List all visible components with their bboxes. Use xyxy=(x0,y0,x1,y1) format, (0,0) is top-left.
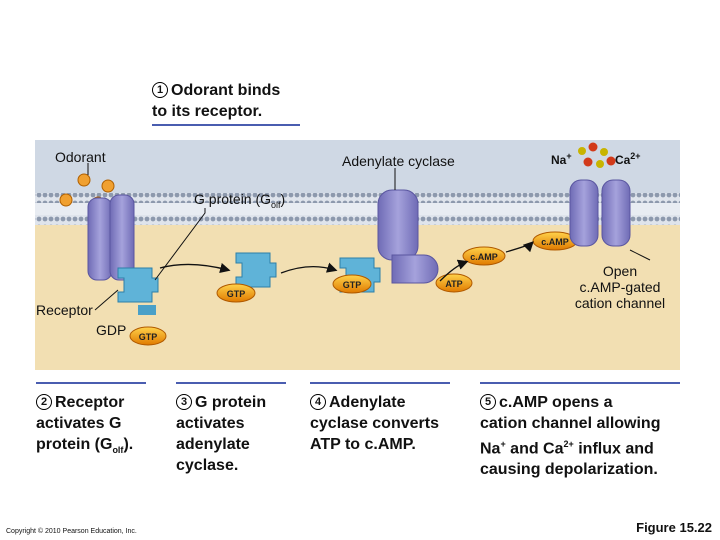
receptor-label: Receptor xyxy=(36,302,93,318)
step-1-number: 1 xyxy=(152,82,168,98)
atp-molecule: ATP xyxy=(435,273,473,293)
step-2-rule xyxy=(36,382,146,384)
step-5-number: 5 xyxy=(480,394,496,410)
open-channel-line-2: c.AMP-gated xyxy=(579,279,661,295)
ca-sup: 2+ xyxy=(630,151,641,161)
camp-label-2: c.AMP xyxy=(541,237,569,247)
step-3-line-1: G protein xyxy=(195,394,267,411)
step-5-rule xyxy=(480,382,680,384)
cation-channel xyxy=(569,179,631,247)
figure-number: Figure 15.22 xyxy=(636,520,712,535)
step-4-line-2: cyclase converts xyxy=(310,415,439,432)
pathway-arrows xyxy=(159,241,534,282)
step-3-line-3: adenylate xyxy=(176,436,250,453)
step-5-line-3sup1: + xyxy=(500,439,506,449)
step-2-line-1: Receptor xyxy=(55,394,125,411)
step-5-line-1: c.AMP opens a xyxy=(499,394,613,411)
step-1-line-1: Odorant binds xyxy=(171,82,281,99)
camp-label-1: c.AMP xyxy=(470,252,498,262)
cell-membrane xyxy=(35,193,680,225)
step-3-line-4: cyclase. xyxy=(176,457,239,474)
step-3-line-2: activates xyxy=(176,415,245,432)
step-5-line-3c: influx and xyxy=(573,440,654,458)
na-sup: + xyxy=(566,151,572,161)
g-protein-inactive xyxy=(117,267,159,315)
odorant-label: Odorant xyxy=(55,149,106,165)
camp-molecule-1: c.AMP xyxy=(462,246,506,266)
ion-labels: Na+ Ca2+ xyxy=(551,151,641,167)
atp-label: ATP xyxy=(445,279,462,289)
step-5-line-2: cation channel allowing xyxy=(480,415,661,432)
step-2-line-3a: protein (G xyxy=(36,436,113,453)
adenylate-cyclase: GTP xyxy=(332,189,439,294)
adenylate-cyclase-label: Adenylate cyclase xyxy=(342,153,455,169)
gtp-label-1: GTP xyxy=(227,289,246,299)
open-channel-line-3: cation channel xyxy=(574,295,666,311)
step-2-line-2: activates G xyxy=(36,415,122,432)
step-2-number: 2 xyxy=(36,394,52,410)
odorant-receptor xyxy=(87,194,135,281)
copyright-notice: Copyright © 2010 Pearson Education, Inc. xyxy=(6,528,137,535)
step-1-line-2: to its receptor. xyxy=(152,103,263,120)
gtp-label-2: GTP xyxy=(343,280,362,290)
cation-ions xyxy=(578,142,616,168)
step-5-line-3b: and Ca xyxy=(505,440,564,458)
g-protein-label-sub: olf xyxy=(271,199,281,210)
open-channel-line-1: Open xyxy=(602,263,638,279)
step-3-number: 3 xyxy=(176,394,192,410)
step-2-line-3sub: olf xyxy=(112,445,124,456)
gdp-label: GDP xyxy=(96,322,127,338)
step-1-rule xyxy=(152,124,300,126)
step-4-line-1: Adenylate xyxy=(329,394,406,411)
step-5-line-4: causing depolarization. xyxy=(480,461,658,479)
step-2-line-3b: ). xyxy=(123,436,134,453)
step-5-line-3sup2: 2+ xyxy=(563,439,574,449)
gdp-pill-label: GTP xyxy=(139,332,158,342)
g-protein-label-main: G protein (G xyxy=(194,191,272,207)
g-protein-active: GTP xyxy=(216,252,277,303)
step-5-line-3a: Na xyxy=(480,440,501,458)
leader-lines xyxy=(87,163,651,311)
na-label: Na xyxy=(551,153,567,167)
step-4-number: 4 xyxy=(310,394,326,410)
gdp-molecule: GTP xyxy=(129,326,167,346)
step-3-rule xyxy=(176,382,286,384)
g-protein-label-close: ) xyxy=(280,191,286,207)
g-protein-label: G protein (Golf) xyxy=(194,191,285,213)
step-4-rule xyxy=(310,382,450,384)
step-4-line-3: ATP to c.AMP. xyxy=(310,436,416,453)
ca-label: Ca xyxy=(614,153,631,167)
open-channel-label: Open c.AMP-gated cation channel xyxy=(560,263,680,311)
